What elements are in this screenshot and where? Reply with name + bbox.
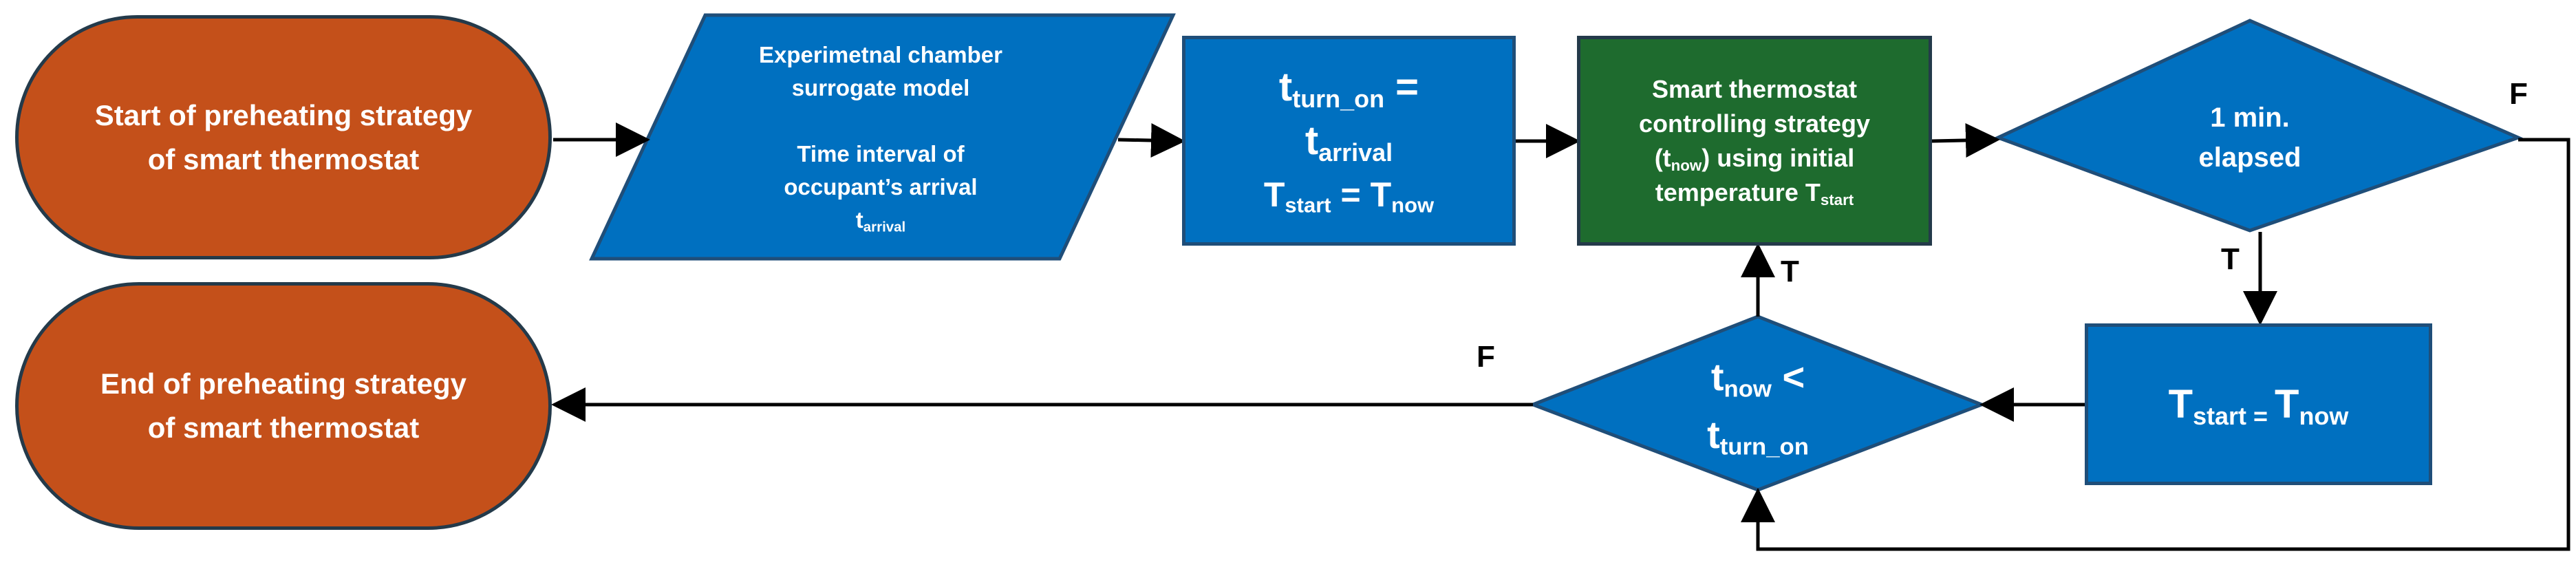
- decision2-line2: tturn_on: [1707, 413, 1809, 460]
- decision2-text: tnow < tturn_on: [1638, 341, 1878, 471]
- assign1-line3: Tstart = Tnow: [1263, 175, 1435, 217]
- end-line1: End of preheating strategy: [100, 367, 467, 400]
- start-line2: of smart thermostat: [147, 142, 420, 175]
- decision1-text: 1 min. elapsed: [2112, 76, 2387, 200]
- input-line3: Time interval of: [797, 141, 965, 167]
- decision2-line1: tnow <: [1710, 355, 1805, 403]
- control-line2: controlling strategy: [1638, 109, 1871, 138]
- label-false-decision1: F: [2509, 77, 2528, 111]
- arrow-input-to-assign: [1117, 123, 1185, 158]
- input-text: Experimetnal chamber surrogate model Tim…: [661, 21, 1101, 255]
- arrow-loop-false: [1741, 138, 2570, 551]
- end-line2: of smart thermostat: [147, 411, 420, 444]
- controller-box: Smart thermostat controlling strategy (t…: [1577, 36, 1932, 246]
- label-false-decision2: F: [1477, 340, 1495, 374]
- assign2-line: Tstart = Tnow: [2168, 382, 2349, 431]
- input-line2: surrogate model: [791, 75, 970, 100]
- control-line3: (tnow) using initial: [1654, 143, 1855, 174]
- start-line1: Start of preheating strategy: [94, 98, 473, 131]
- input-var: tarrival: [855, 207, 906, 235]
- decision1-line1: 1 min.: [2210, 103, 2290, 133]
- control-line1: Smart thermostat: [1651, 74, 1858, 103]
- input-line1: Experimetnal chamber: [759, 42, 1002, 67]
- decision1-line2: elapsed: [2198, 142, 2301, 173]
- start-terminal: Start of preheating strategy of smart th…: [15, 15, 552, 259]
- assign-turn-on-box: tturn_on = tarrival Tstart = Tnow: [1182, 36, 1516, 246]
- control-line4: temperature Tstart: [1655, 178, 1854, 208]
- decision-elapsed-diamond: [1993, 19, 2523, 233]
- label-true-decision1: T: [2221, 242, 2240, 276]
- input-parallelogram: [589, 13, 1176, 261]
- assign1-line1: tturn_on =: [1278, 64, 1419, 113]
- input-line4: occupant’s arrival: [784, 174, 978, 200]
- arrow-control-to-decision: [1931, 122, 2000, 158]
- assign1-line2: tarrival: [1305, 118, 1393, 167]
- end-terminal: End of preheating strategy of smart ther…: [15, 282, 552, 530]
- assign-start-box: Tstart = Tnow: [2085, 323, 2432, 485]
- label-true-decision2: T: [1781, 255, 1799, 288]
